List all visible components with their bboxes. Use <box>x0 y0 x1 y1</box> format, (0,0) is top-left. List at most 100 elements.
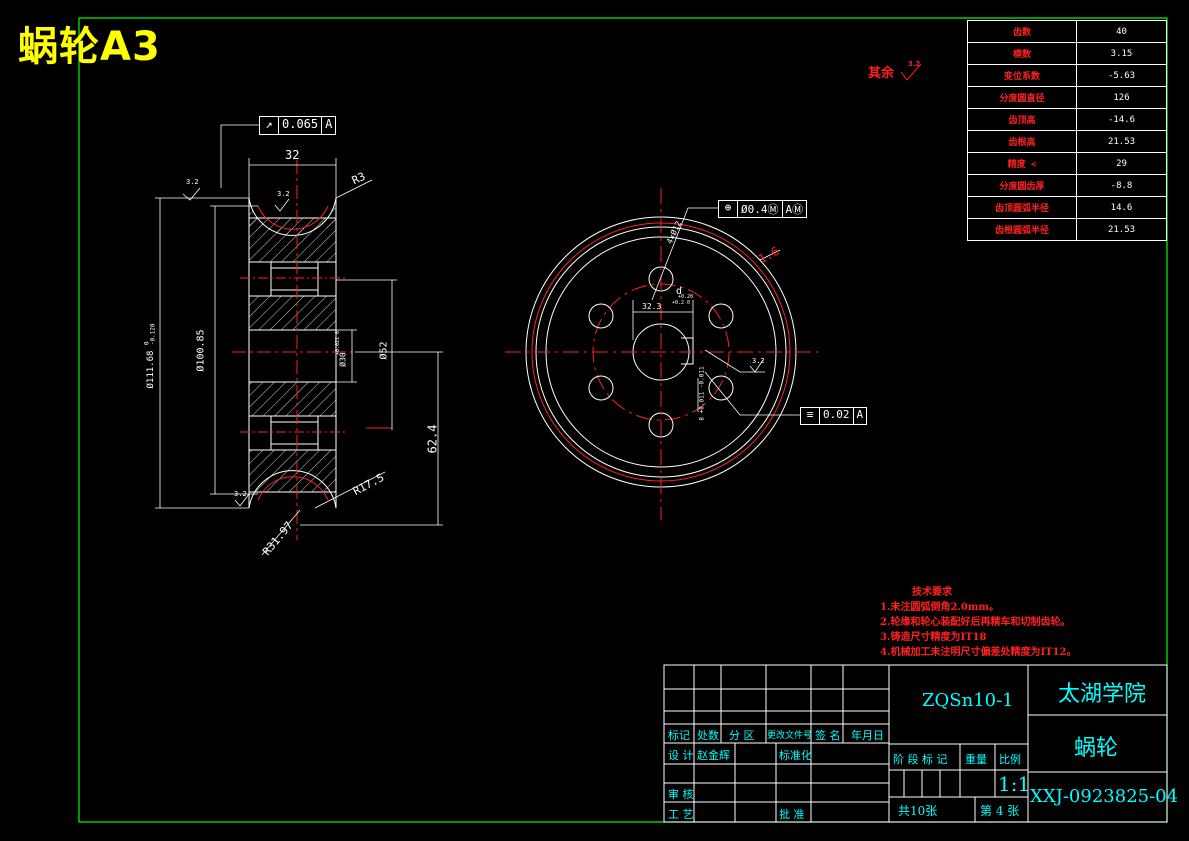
technical-requirements: 技术要求 1.未注圆弧倒角2.0mm。 2.轮缘和轮心装配好后再精车和切制齿轮。… <box>880 585 1076 660</box>
roughness-c: 3.2 <box>234 490 247 498</box>
school-name: 太湖学院 <box>1058 682 1147 707</box>
dim-keyway-width: 32.3 <box>642 302 662 311</box>
dim-keyway-tol: +0.2 0 <box>672 300 691 306</box>
rev-header-docno: 更改文件号 <box>767 731 813 741</box>
scale-header: 比例 <box>999 753 1021 766</box>
other-roughness-value: 3.2 <box>908 60 921 68</box>
param-name: 分度圆齿厚 <box>967 174 1077 197</box>
flat-datum: A <box>856 408 864 421</box>
dim-outer-diameter-value: Ø111.68 <box>146 350 157 389</box>
position-datum: AⓂ <box>785 203 804 216</box>
param-name: 齿顶高 <box>967 108 1077 131</box>
dim-width: 32 <box>285 148 300 162</box>
process-label: 工 艺 <box>668 808 694 821</box>
sheet-number: 第 4 张 <box>980 804 1020 818</box>
section-dimensions <box>155 124 443 556</box>
flat-value: 0.02 <box>820 408 854 424</box>
param-value: 21.53 <box>1076 218 1167 241</box>
other-roughness-note: 其余 3.2 <box>868 60 925 84</box>
position-value: Ø0.4Ⓜ <box>738 201 783 217</box>
material: ZQSn10-1 <box>922 690 1014 711</box>
dim-outer-tol-lower: -0.120 <box>149 323 157 346</box>
rev-header-date: 年月日 <box>851 729 884 742</box>
dim-52: Ø52 <box>378 341 390 360</box>
dim-62-4: 62.4 <box>425 424 440 454</box>
dim-pitch-diameter: Ø100.85 <box>195 329 207 372</box>
param-value: -8.8 <box>1076 174 1167 197</box>
dim-outer-diameter: Ø111.68 0 -0.120 <box>144 323 157 389</box>
param-value: -5.63 <box>1076 64 1167 87</box>
part-name: 蜗轮 <box>1074 736 1119 761</box>
tech-req-item: 4.机械加工未注明尺寸偏差处精度为IT12。 <box>880 647 1077 658</box>
drawing-number: XXJ-0923825-04 <box>1030 786 1179 807</box>
param-value: 40 <box>1076 20 1167 43</box>
rev-header-mark: 标记 <box>668 729 690 742</box>
tech-req-item: 1.未注圆弧倒角2.0mm。 <box>880 602 999 613</box>
param-row: 变位系数-5.63 <box>967 64 1167 87</box>
param-value: 29 <box>1076 152 1167 175</box>
roughness-a: 3.2 <box>186 178 199 186</box>
tech-req-title: 技术要求 <box>912 587 952 598</box>
param-name: 齿根圆弧半径 <box>967 218 1077 241</box>
flat-tolerance-frame: ≡ 0.02 A <box>800 407 868 425</box>
runout-value: 0.065 <box>279 117 323 134</box>
runout-datum: A <box>325 117 333 131</box>
position-tolerance-frame: ⊕ Ø0.4Ⓜ AⓂ <box>718 200 808 218</box>
param-value: -14.6 <box>1076 108 1167 131</box>
designer-name: 赵金辉 <box>697 749 730 762</box>
front-roughness: 3.2 <box>752 357 765 365</box>
position-icon: ⊕ <box>719 201 738 217</box>
stage-header: 阶 段 标 记 <box>893 753 948 766</box>
param-name: 齿数 <box>967 20 1077 43</box>
runout-tolerance-frame: ↗ 0.065 A <box>259 116 337 135</box>
symmetry-icon: ≡ <box>801 408 820 424</box>
param-name: 精度 < <box>967 152 1077 175</box>
param-value: 3.15 <box>1076 42 1167 65</box>
dim-key-tol: +0.20 <box>678 294 694 300</box>
runout-icon: ↗ <box>260 117 279 134</box>
total-sheets: 共10张 <box>898 804 938 818</box>
dim-key-d: d <box>676 286 683 297</box>
section-view <box>232 160 392 540</box>
param-value: 21.53 <box>1076 130 1167 153</box>
review-label: 审 核 <box>668 788 694 801</box>
param-name: 分度圆直径 <box>967 86 1077 109</box>
sheet-border <box>78 17 1168 823</box>
rev-header-count: 处数 <box>697 729 719 742</box>
weight-header: 重量 <box>965 753 987 766</box>
param-name: 变位系数 <box>967 64 1077 87</box>
tech-req-item: 3.铸造尺寸精度为IT18 <box>880 632 987 643</box>
approve-label: 批 准 <box>779 808 805 821</box>
param-name: 齿根高 <box>967 130 1077 153</box>
title-block <box>663 664 1168 823</box>
front-dimensions <box>632 207 800 416</box>
param-row: 分度圆齿厚-8.8 <box>967 174 1167 197</box>
tech-req-item: 2.轮缘和轮心装配好后再精车和切制齿轮。 <box>880 617 1071 628</box>
roughness-b: 3.2 <box>277 190 290 198</box>
param-value: 126 <box>1076 86 1167 109</box>
param-name: 模数 <box>967 42 1077 65</box>
sheet-title: 蜗轮A3 <box>18 24 161 70</box>
param-row: 齿顶高-14.6 <box>967 108 1167 131</box>
rev-header-zone: 分 区 <box>729 729 755 742</box>
rev-header-sign: 签 名 <box>815 729 841 742</box>
dim-slot-width: 8 +0.011 -0.011 <box>698 366 706 421</box>
front-view <box>505 188 820 520</box>
standard-label: 标准化 <box>779 749 812 762</box>
param-name: 齿顶圆弧半径 <box>967 196 1077 219</box>
dim-bore-tol: +0.021 0 <box>335 330 342 356</box>
param-value: 14.6 <box>1076 196 1167 219</box>
design-label: 设 计 <box>668 749 694 762</box>
param-row: 精度 <29 <box>967 152 1167 175</box>
other-roughness-label: 其余 <box>868 66 895 81</box>
roughness-symbol-icon <box>900 63 921 81</box>
scale-value: 1:1 <box>998 772 1031 796</box>
